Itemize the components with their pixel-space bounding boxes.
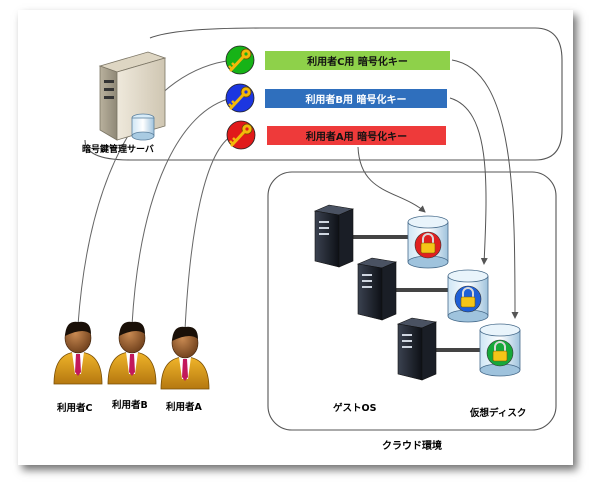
user-c-label: 利用者C (57, 403, 93, 414)
user-c-avatar-icon (53, 321, 103, 385)
key-management-boundary (84, 27, 563, 161)
encryption-key-user-b-icon (225, 83, 255, 113)
user-b-label: 利用者B (112, 400, 148, 411)
key-management-server-icon (98, 51, 167, 141)
key-label-user-a: 利用者A用 暗号化キー (305, 132, 408, 143)
user-b-connection (131, 97, 233, 326)
guest-os-server-a-icon (313, 204, 355, 268)
cloud-title: クラウド環境 (382, 441, 442, 452)
key-a-arrow (357, 146, 426, 213)
key-bar-user-b: 利用者B用 暗号化キー (265, 89, 447, 108)
key-label-user-b: 利用者B用 暗号化キー (305, 95, 407, 106)
user-a-connection (184, 134, 234, 331)
virtual-disk-a-icon (407, 215, 449, 269)
guest-os-server-c-icon (396, 317, 438, 381)
virtual-disk-label: 仮想ディスク (470, 408, 527, 419)
server-label: 暗号鍵管理サーバ (82, 145, 154, 155)
virtual-disk-b-icon (447, 269, 489, 323)
key-b-arrow (449, 97, 488, 265)
virtual-disk-c-icon (479, 323, 521, 377)
key-c-arrow (451, 59, 519, 319)
user-a-label: 利用者A (166, 402, 202, 413)
encryption-key-user-a-icon (226, 120, 256, 150)
encryption-key-user-c-icon (225, 45, 255, 75)
user-a-avatar-icon (160, 326, 210, 390)
guest-os-label: ゲストOS (333, 403, 377, 414)
cloud-environment-box (267, 171, 557, 431)
key-label-user-c: 利用者C用 暗号化キー (307, 57, 408, 68)
key-bar-user-a: 利用者A用 暗号化キー (267, 126, 446, 145)
key-bar-user-c: 利用者C用 暗号化キー (265, 51, 450, 70)
guest-os-server-b-icon (356, 257, 398, 321)
user-b-avatar-icon (107, 321, 157, 385)
